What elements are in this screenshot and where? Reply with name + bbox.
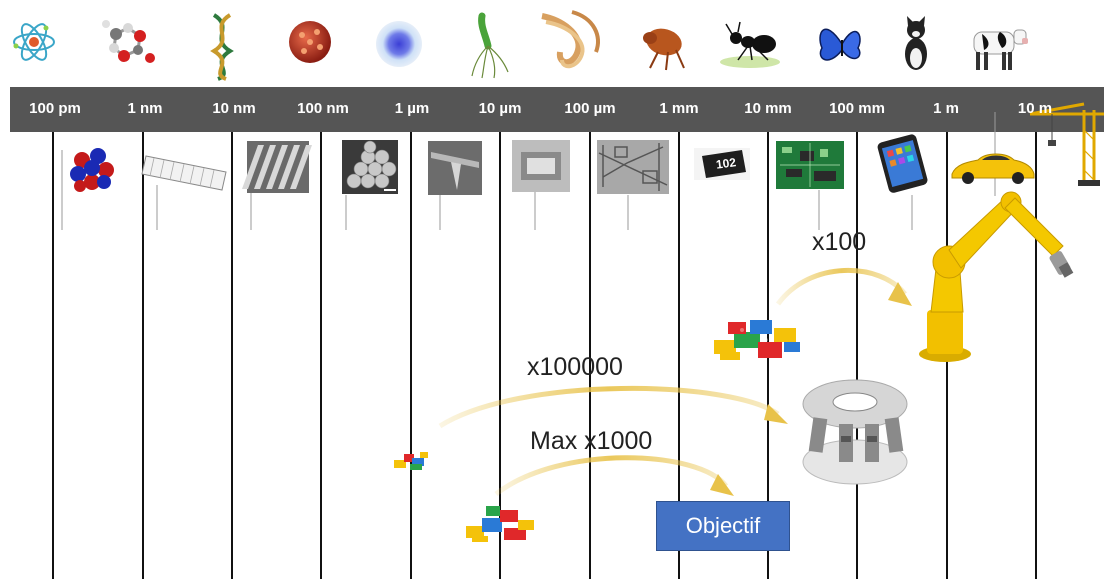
scale-label-100nm: 100 nm [297, 100, 349, 117]
resistor-code: 102 [715, 155, 737, 172]
divider-line [142, 132, 144, 579]
scale-label-1mm: 1 mm [659, 100, 699, 117]
factor-max-x1000-label: Max x1000 [530, 427, 653, 455]
cell-icon [376, 21, 422, 67]
virus-icon [289, 21, 331, 63]
circuit-board-icon [776, 141, 844, 189]
scale-label-10nm: 10 nm [212, 100, 256, 117]
robot-arm-icon [919, 191, 1074, 362]
objective-label: Objectif [685, 513, 761, 538]
scale-label-10m: 10 m [1017, 100, 1053, 117]
factor-x100-label: x100 [812, 228, 867, 256]
divider-line [678, 132, 680, 579]
smd-resistor-icon: 102 [694, 148, 750, 180]
atom-nucleus-icon [70, 148, 114, 192]
factor-x100000-label: x100000 [527, 353, 623, 381]
hair-icon [541, 10, 600, 69]
divider-line [589, 132, 591, 579]
microspheres-icon [342, 140, 398, 194]
scale-label-100mm: 100 mm [829, 100, 885, 117]
smartphone-icon [877, 134, 928, 193]
hexapod-platform-icon [802, 379, 908, 485]
arrow-x100000 [438, 386, 788, 429]
carbon-nanotube-icon [141, 155, 227, 191]
crane-icon [1029, 102, 1104, 186]
objective-box: Objectif [656, 501, 790, 551]
divider-line [499, 132, 501, 579]
scale-label-100um: 100 µm [564, 100, 616, 117]
scale-label-1nm: 1 nm [127, 100, 163, 117]
scale-label-1um: 1 µm [394, 100, 430, 117]
arrow-max-x1000 [494, 455, 734, 496]
molecule-icon [102, 20, 155, 63]
scale-label-10um: 10 µm [478, 100, 522, 117]
nanostructure-icon [241, 141, 313, 193]
cat-icon [905, 16, 927, 70]
scale-label-10mm: 10 mm [744, 100, 792, 117]
lego-pile-large [714, 316, 800, 360]
lego-pile-medium [466, 506, 534, 542]
divider-line [231, 132, 233, 579]
divider-line [52, 132, 54, 579]
ant-icon [720, 21, 780, 68]
atom-icon [13, 23, 55, 61]
arrow-x100 [775, 267, 912, 306]
flea-icon [643, 28, 685, 71]
dna-icon [210, 13, 234, 81]
scale-label-1m: 1 m [933, 100, 959, 117]
leader-lines [61, 112, 996, 230]
sports-car-icon [951, 153, 1035, 184]
butterfly-icon [819, 28, 861, 61]
divider-line [1035, 132, 1037, 579]
divider-line [856, 132, 858, 579]
divider-line [320, 132, 322, 579]
scale-label-100pm: 100 pm [29, 100, 81, 117]
mems-cavity-icon [512, 140, 570, 192]
afm-tip-icon [428, 141, 482, 195]
mems-circuit-icon [597, 140, 669, 194]
divider-line [410, 132, 412, 579]
lego-pile-small [394, 452, 428, 470]
bacterium-icon [471, 12, 509, 79]
cow-icon [973, 29, 1028, 70]
scale-bar [10, 87, 1104, 132]
